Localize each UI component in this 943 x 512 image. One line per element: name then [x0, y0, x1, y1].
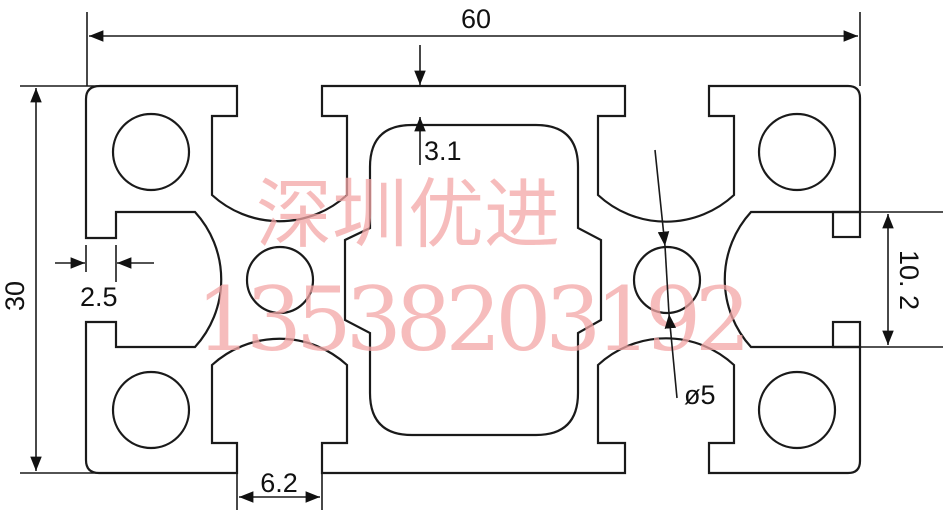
profile-outline [84, 84, 862, 475]
corner-hole-bottom-left [111, 370, 191, 450]
center-hole-right [632, 245, 702, 315]
dim-lip-thickness: 3.1 [424, 136, 462, 166]
watermark-company: 深圳优进 [256, 170, 560, 259]
dim-arrow [664, 313, 678, 399]
dim-hole-diameter: ø5 [684, 380, 716, 410]
center-hole-left [245, 245, 315, 315]
corner-hole-top-right [757, 112, 837, 192]
dim-wall-thickness: 2.5 [80, 282, 118, 312]
dim-arrow [654, 149, 670, 247]
corner-hole-bottom-right [757, 370, 837, 450]
watermark-phone: 13538203192 [196, 268, 751, 371]
right-slot-lip-top [831, 210, 862, 239]
dim-slot-opening: 6.2 [260, 468, 298, 498]
dim-leader [664, 245, 670, 315]
dim-overall-width: 60 [461, 4, 491, 34]
central-cavity [343, 123, 603, 437]
corner-hole-top-left [111, 112, 191, 192]
right-slot-lip-bottom [831, 320, 862, 349]
dim-overall-height: 30 [0, 281, 30, 311]
dim-slot-width: 10. 2 [894, 250, 924, 310]
